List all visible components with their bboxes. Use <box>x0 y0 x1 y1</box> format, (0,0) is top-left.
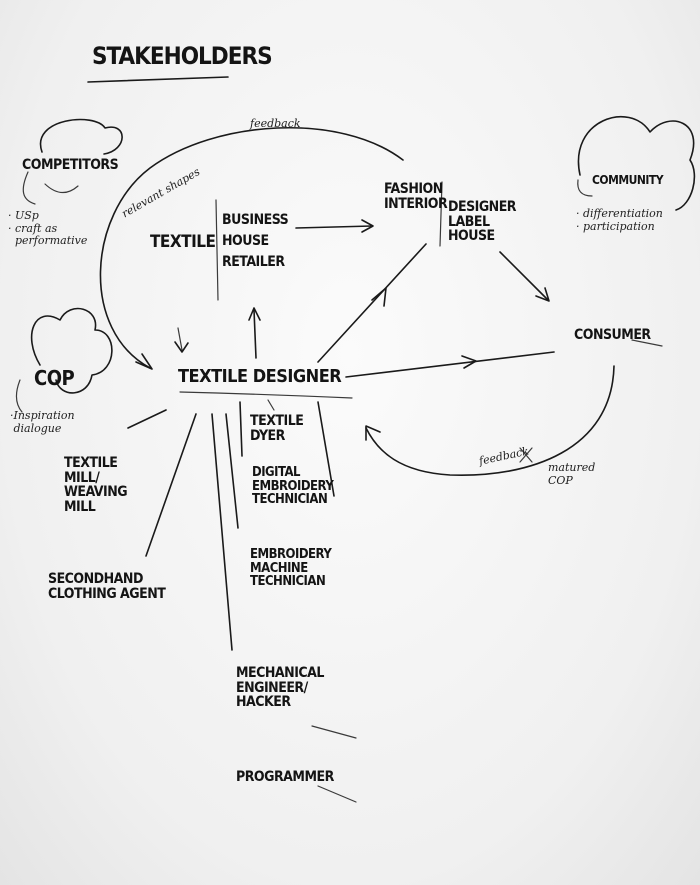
feedback-top-label: feedback <box>250 117 301 130</box>
community-cloud <box>577 115 696 211</box>
consumer-label: CONSUMER <box>574 327 651 343</box>
community-notes: · differentiation · participation <box>576 207 663 233</box>
community-hook <box>577 179 593 197</box>
arrow-small-down <box>177 327 183 351</box>
arrow-designer-fashion-head <box>371 287 387 307</box>
arrow-designer-consumer-direct <box>345 351 555 378</box>
textile-label: TEXTILE <box>150 232 216 252</box>
page-title: STAKEHOLDERS <box>92 42 273 70</box>
spoke-mill <box>127 409 167 429</box>
cop-notes: ·Inspiration dialogue <box>10 409 75 435</box>
competitors-cloud <box>39 118 123 155</box>
feedback-bottom-arrowhead <box>365 425 381 441</box>
spoke-dyer <box>239 401 243 457</box>
spoke-dyer-tick <box>267 399 275 411</box>
feedback-top-arc <box>99 126 404 369</box>
arrow-designer-business-head <box>248 307 261 321</box>
feedback-top-arrowhead <box>135 353 153 370</box>
title-underline <box>87 76 229 83</box>
cop-bracket <box>15 379 23 413</box>
textile-designer-label: TEXTILE DESIGNER <box>178 366 342 387</box>
textile-divider <box>215 199 219 301</box>
hacker-tail <box>311 725 357 739</box>
designer-label-house-label: DESIGNER LABEL HOUSE <box>448 199 517 245</box>
arrow-designer-consumer-direct-head <box>461 355 477 369</box>
cop-label: COP <box>34 366 75 390</box>
competitors-notes: · USp · craft as performative <box>8 209 88 248</box>
embroidery-machine-label: EMBROIDERY MACHINE TECHNICIAN <box>250 547 332 590</box>
arrow-designer-business <box>253 309 257 359</box>
secondhand-agent-label: SECONDHAND CLOTHING AGENT <box>48 571 166 602</box>
feedback-bottom-arc <box>365 365 615 476</box>
arrow-designer-consumer <box>499 251 549 301</box>
business-house-retailer-label: BUSINESS HOUSE RETAILER <box>222 212 289 270</box>
designer-underline <box>179 391 353 399</box>
textile-dyer-label: TEXTILE DYER <box>250 413 304 444</box>
cop-cloud <box>30 307 113 394</box>
competitors-label: COMPETITORS <box>22 157 119 173</box>
community-label: COMMUNITY <box>592 173 664 187</box>
competitors-hook <box>44 183 79 194</box>
spoke-mechanical <box>211 413 233 651</box>
arrow-textile-fashion-head <box>361 219 374 233</box>
programmer-tail <box>317 785 357 803</box>
fashion-interior-label: FASHION INTERIOR <box>384 181 448 212</box>
textile-mill-label: TEXTILE MILL/ WEAVING MILL <box>64 455 128 516</box>
consumer-tail <box>631 339 663 347</box>
digital-embroidery-label: DIGITAL EMBROIDERY TECHNICIAN <box>252 465 334 508</box>
matured-cop-label: matured COP <box>548 461 596 487</box>
competitors-bracket <box>22 171 36 205</box>
arrow-designer-fashion <box>317 243 427 363</box>
feedback-x-mark <box>519 447 533 463</box>
spoke-digital <box>317 401 335 497</box>
arrow-small-down-head <box>174 341 189 353</box>
arrow-textile-fashion <box>295 225 373 229</box>
programmer-label: PROGRAMMER <box>236 769 334 785</box>
spoke-secondhand <box>145 413 197 557</box>
arrow-designer-consumer-head <box>535 287 550 302</box>
spoke-embroidery <box>225 413 239 529</box>
mechanical-engineer-label: MECHANICAL ENGINEER/ HACKER <box>236 665 324 711</box>
fashion-divider <box>439 181 443 247</box>
